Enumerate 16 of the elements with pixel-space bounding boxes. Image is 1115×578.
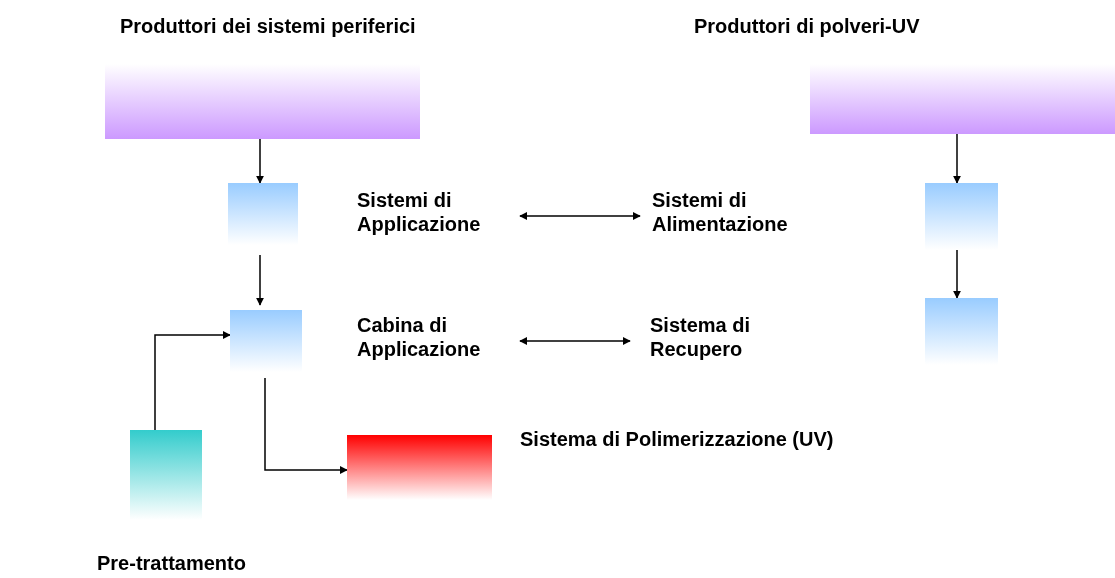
node-label: Pre-trattamento: [97, 551, 246, 575]
node-label: Produttori dei sistemi periferici: [120, 14, 416, 38]
arrow: [519, 337, 631, 345]
node-label: Sistema di Polimerizzazione (UV): [520, 427, 835, 451]
arrow: [256, 254, 264, 306]
arrow: [154, 331, 231, 431]
node-label: Sistemi di Alimentazione: [652, 188, 789, 236]
node-label: Sistemi di Applicazione: [357, 188, 482, 236]
arrow: [953, 133, 961, 184]
arrow: [264, 377, 348, 474]
node-label: Cabina di Applicazione: [357, 313, 482, 361]
arrow: [519, 212, 641, 220]
node-label: Produttori di polveri-UV: [694, 14, 920, 38]
arrow: [256, 138, 264, 184]
node-label: Sistema di Recupero: [650, 313, 752, 361]
arrow: [953, 249, 961, 299]
